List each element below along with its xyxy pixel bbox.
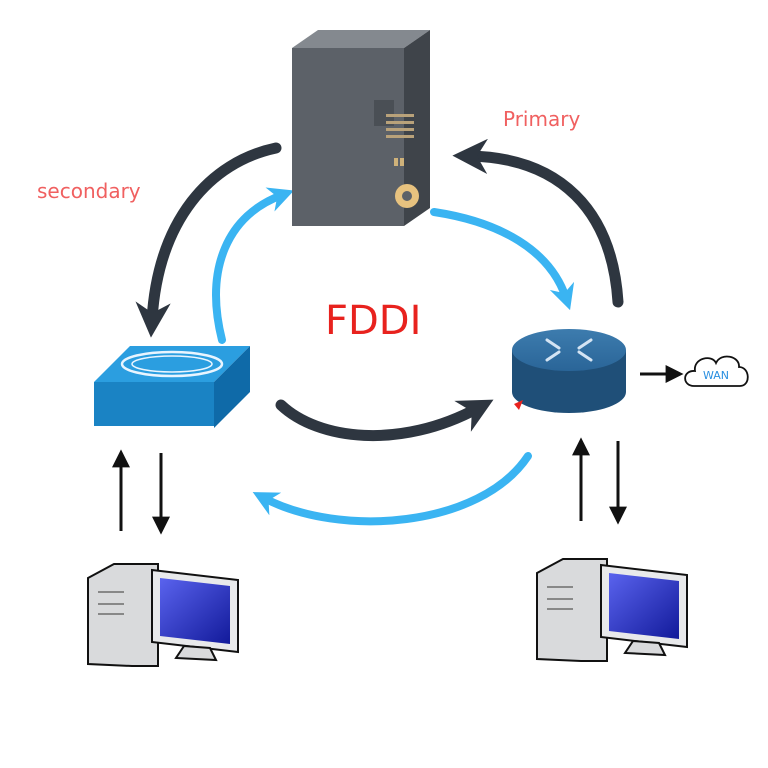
- secondary-arrow-server-to-router: [430, 208, 575, 311]
- left-link-arrows: [112, 449, 170, 535]
- primary-arrow-switch-to-router: [275, 399, 494, 442]
- primary-arrow-router-to-server: [452, 138, 624, 308]
- primary-arrow-server-to-switch: [135, 142, 282, 338]
- primary-label: Primary: [503, 107, 580, 131]
- secondary-ring: [212, 187, 575, 526]
- diagram-title: FDDI: [325, 298, 421, 344]
- wan-cloud-icon: [684, 355, 749, 387]
- secondary-arrow-switch-to-server: [212, 187, 294, 344]
- server-tower-icon: [292, 30, 430, 226]
- secondary-label: secondary: [37, 179, 141, 203]
- desktop-computer-icon: [536, 558, 688, 662]
- network-switch-icon: [94, 346, 250, 428]
- router-icon: [512, 329, 626, 413]
- primary-ring: [135, 138, 624, 442]
- wan-label: WAN: [703, 369, 729, 382]
- desktop-computer-icon: [87, 563, 239, 667]
- secondary-arrow-router-to-switch: [252, 452, 532, 526]
- right-link-arrows: [572, 437, 627, 525]
